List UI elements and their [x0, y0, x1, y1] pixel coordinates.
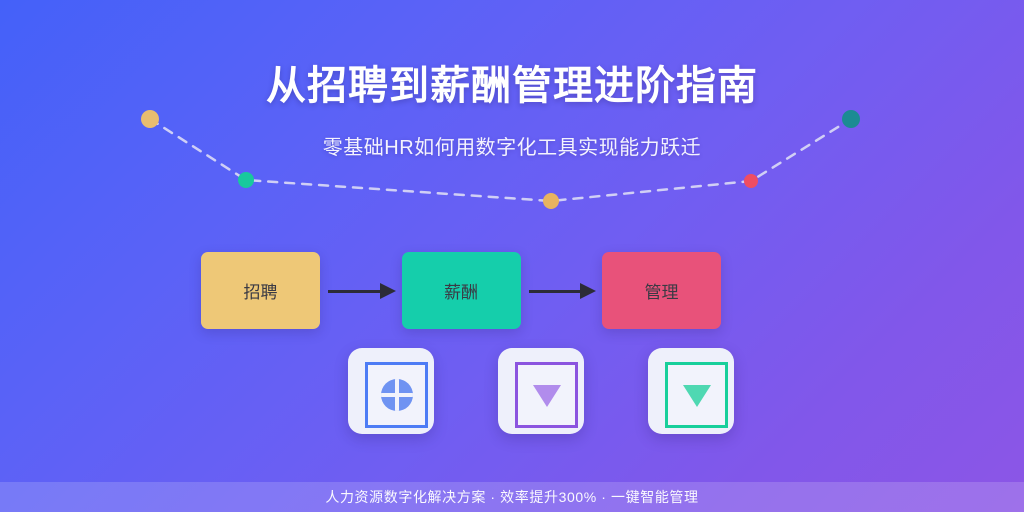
icon-card-dropdown-green[interactable]	[648, 348, 734, 434]
flow-step-compensation[interactable]: 薪酬	[401, 252, 521, 329]
arrow-shaft	[528, 289, 582, 293]
flow-step-label: 招聘	[243, 283, 278, 302]
arrow-head	[580, 282, 596, 299]
arrow-head	[379, 282, 396, 299]
footer-tagline: 人力资源数字化解决方案 · 效率提升300% · 一键智能管理	[325, 489, 699, 505]
footer-bar: 人力资源数字化解决方案 · 效率提升300% · 一键智能管理	[0, 482, 1024, 512]
flow-step-management[interactable]: 管理	[602, 252, 721, 329]
flow-arrow-1	[320, 281, 402, 301]
arrow-shaft	[328, 289, 382, 293]
card-inner-frame	[365, 362, 428, 428]
page-title: 从招聘到薪酬管理进阶指南	[266, 64, 758, 108]
icon-card-row	[348, 348, 738, 434]
chevron-down-icon	[532, 385, 561, 407]
icon-card-pie-chart[interactable]	[348, 348, 434, 434]
card-inner-frame	[665, 362, 728, 428]
icon-card-dropdown-purple[interactable]	[498, 348, 584, 434]
zigzag-point-1	[141, 110, 159, 128]
page-subtitle: 零基础HR如何用数字化工具实现能力跃迁	[322, 137, 702, 159]
zigzag-point-2	[238, 172, 254, 188]
pie-chart-icon	[380, 379, 413, 411]
flow-step-label: 薪酬	[444, 283, 478, 302]
card-inner-frame	[515, 362, 578, 428]
flow-step-recruitment[interactable]: 招聘	[201, 252, 320, 329]
process-flow: 招聘 薪酬 管理	[201, 252, 721, 329]
zigzag-point-5	[842, 110, 860, 128]
flow-arrow-2	[521, 281, 603, 301]
zigzag-point-3	[543, 193, 559, 209]
chevron-down-icon	[682, 385, 711, 407]
flow-step-label: 管理	[644, 283, 679, 302]
pie-divider-horizontal	[380, 393, 413, 397]
zigzag-point-4	[744, 174, 758, 188]
